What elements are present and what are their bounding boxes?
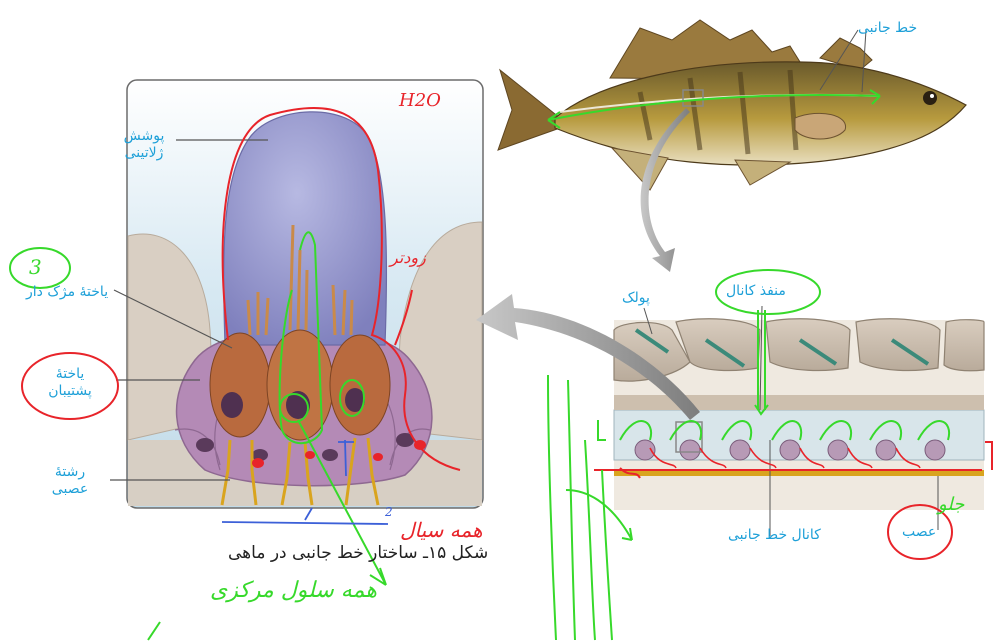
annotation-red-side: زودتر: [390, 248, 426, 267]
label-gelatinous-cover: پوشش ژلاتینی: [104, 128, 184, 162]
fish: [498, 20, 966, 190]
label-scale: پولک: [622, 290, 650, 307]
annotation-green-bottom: همه سلول مرکزی: [210, 578, 377, 603]
label-nerve-fiber: رشتهٔ عصبی: [30, 464, 110, 498]
annotation-red-bottom: همه سیال: [400, 518, 483, 542]
fish-eye-shine: [930, 94, 934, 98]
label-gelatinous-cover-line2: ژلاتینی: [104, 145, 184, 162]
annotation-h2o: H2O: [399, 90, 441, 111]
label-gelatinous-cover-line1: پوشش: [104, 128, 184, 145]
annotation-green-right: جلو: [938, 494, 964, 515]
nucleus: [221, 392, 243, 418]
tail-fin: [498, 70, 560, 150]
label-lateral-line-canal: کانال خط جانبی: [728, 527, 821, 544]
support-nucleus: [196, 438, 214, 452]
label-nerve: عصب: [902, 524, 936, 541]
label-support-cell-line1: یاختهٔ: [30, 366, 110, 383]
label-canal-opening: منفذ کانال: [726, 283, 786, 300]
label-support-cell: یاختهٔ پشتیبان: [30, 366, 110, 400]
canal-panel: [614, 306, 984, 536]
hair-cell-left: [210, 333, 270, 437]
pectoral-fin: [795, 113, 846, 139]
label-support-cell-line2: پشتیبان: [30, 383, 110, 400]
label-lateral-line: خط جانبی: [858, 20, 917, 37]
label-nerve-fiber-line2: عصبی: [30, 481, 110, 498]
support-nucleus: [322, 449, 338, 461]
fish-eye: [923, 91, 937, 105]
annotation-two: 2: [385, 505, 393, 519]
label-hair-cell: یاختهٔ مژک دار: [26, 284, 108, 301]
annotation-three: 3: [29, 255, 42, 279]
figure-caption: شکل ۱۵ـ ساختار خط جانبی در ماهی: [228, 543, 488, 563]
anal-fin: [735, 160, 790, 185]
label-nerve-fiber-line1: رشتهٔ: [30, 464, 110, 481]
